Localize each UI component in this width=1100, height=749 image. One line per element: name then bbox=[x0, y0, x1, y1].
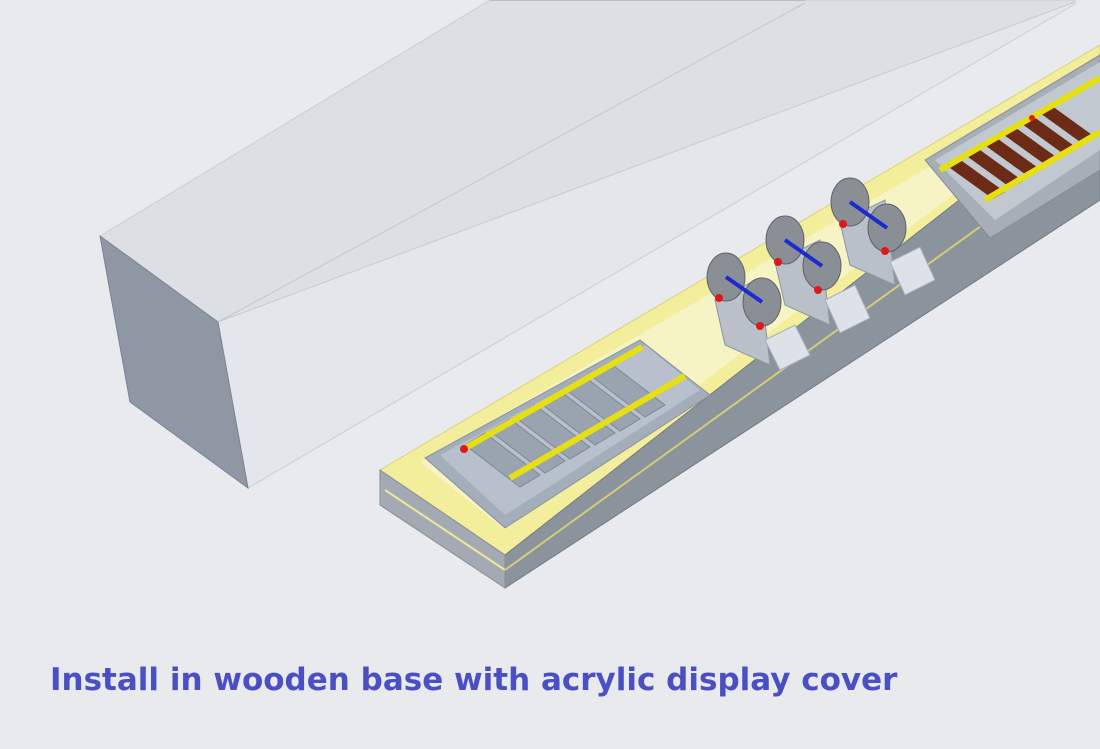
sleeper bbox=[1022, 117, 1077, 155]
rail-end-marker bbox=[1029, 115, 1035, 121]
wood-sleepers bbox=[950, 106, 1095, 199]
mount-foot bbox=[889, 246, 936, 296]
bearing bbox=[774, 258, 782, 266]
cover-front-face bbox=[99, 234, 249, 490]
rail bbox=[983, 129, 1100, 203]
wheelset-1 bbox=[706, 252, 811, 371]
rail bbox=[460, 344, 644, 453]
wheelset-3 bbox=[830, 177, 936, 296]
sleeper bbox=[950, 161, 1005, 199]
mount-foot bbox=[824, 284, 871, 334]
rear-track-section bbox=[924, 54, 1100, 239]
bearing bbox=[756, 322, 764, 330]
bearing bbox=[881, 247, 889, 255]
acrylic-display-cover bbox=[99, 0, 1076, 490]
rail-end-marker bbox=[460, 445, 468, 453]
axle bbox=[848, 200, 889, 230]
base-stripe bbox=[384, 489, 506, 571]
wheelset-2 bbox=[765, 215, 871, 334]
axle bbox=[724, 275, 764, 304]
caption-text: Install in wooden base with acrylic disp… bbox=[50, 662, 898, 698]
axle bbox=[783, 238, 824, 268]
rail bbox=[508, 373, 687, 481]
bearing bbox=[814, 286, 822, 294]
cover-inner-edge bbox=[217, 2, 806, 323]
bearing bbox=[839, 220, 847, 228]
front-track-section bbox=[424, 339, 711, 529]
mount-foot bbox=[764, 324, 811, 371]
sleeper bbox=[1004, 128, 1059, 166]
sleeper bbox=[968, 150, 1023, 188]
rail bbox=[938, 75, 1100, 173]
sleeper bbox=[1040, 106, 1095, 144]
bearing bbox=[715, 294, 723, 302]
sleeper bbox=[986, 139, 1041, 177]
